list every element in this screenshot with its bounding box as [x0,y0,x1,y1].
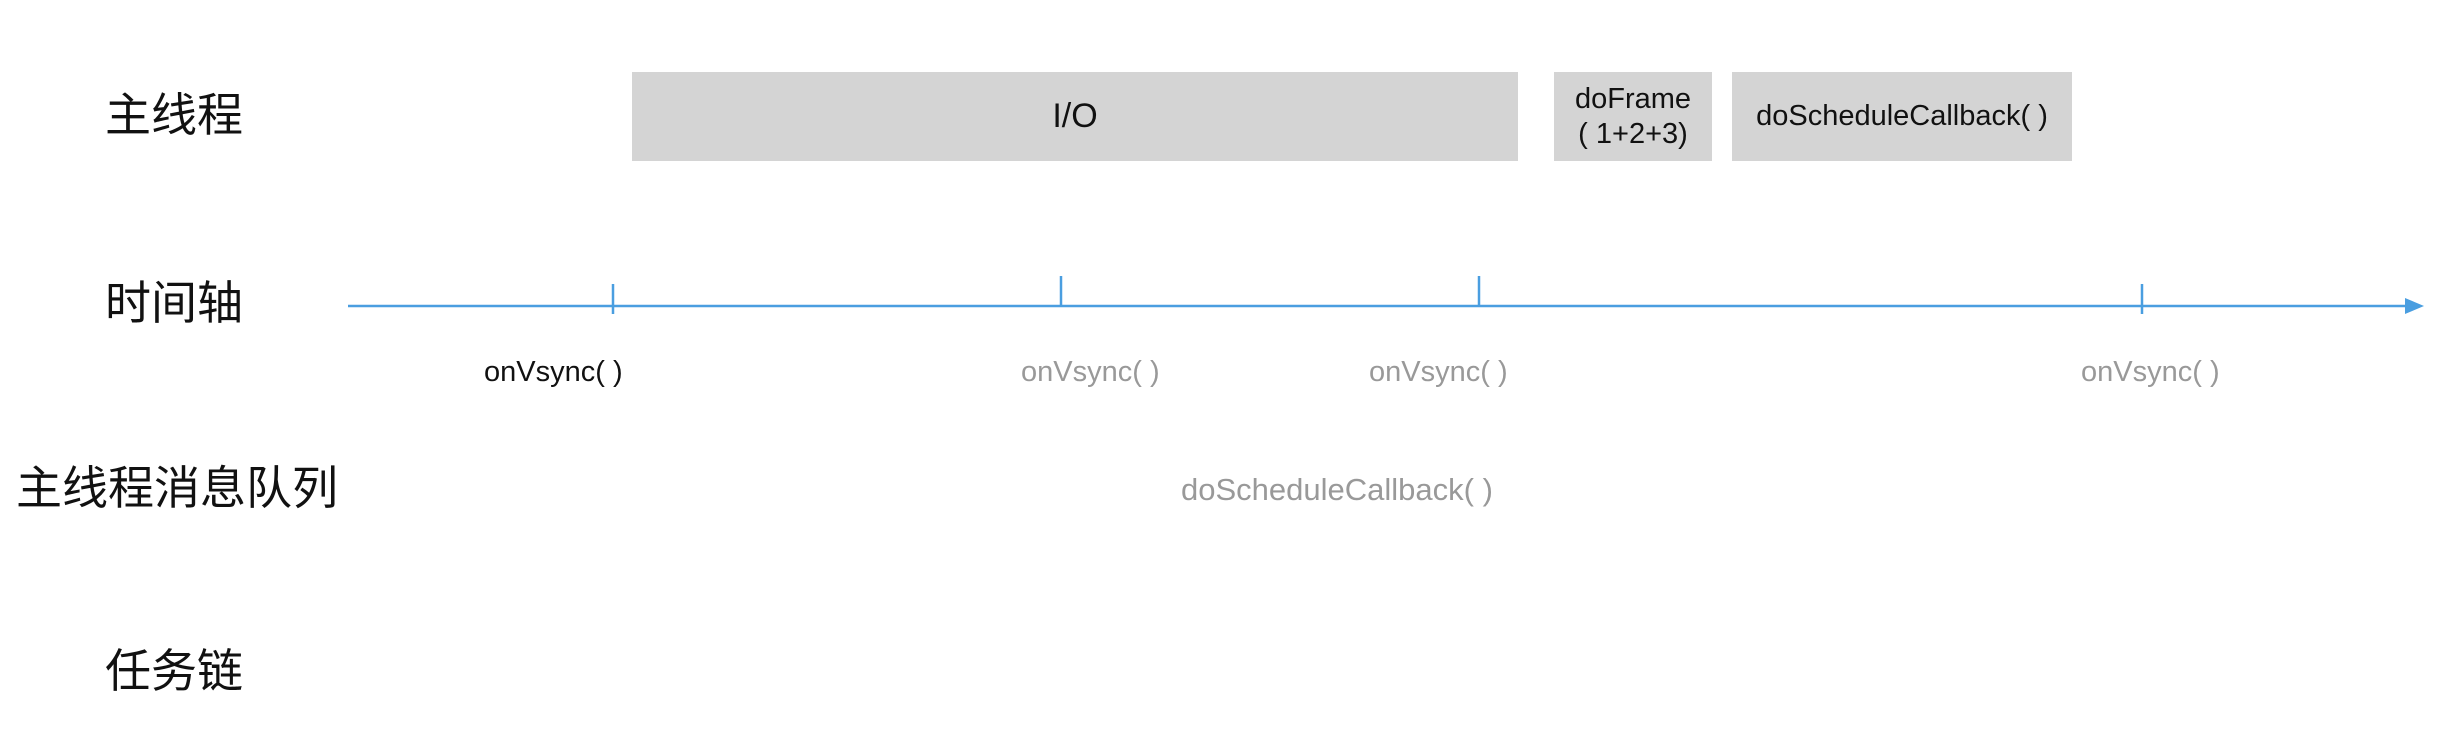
doschedule-block-label: doScheduleCallback( ) [1756,100,2048,133]
io-block: I/O [632,72,1518,161]
timeline-arrow-head [2405,298,2424,314]
doframe-block-label: doFrame [1574,83,1692,116]
queue-item-doschedule: doScheduleCallback( ) [1181,472,1493,507]
row-label-task-chain: 任务链 [105,644,243,698]
vsync-label-4: onVsync( ) [2081,356,2220,388]
doschedule-block: doScheduleCallback( ) [1732,72,2072,161]
vsync-label-3: onVsync( ) [1369,356,1508,388]
vsync-label-2: onVsync( ) [1021,356,1160,388]
row-label-timeline: 时间轴 [105,276,243,330]
io-block-label: I/O [1052,97,1098,136]
row-label-main-queue: 主线程消息队列 [16,461,338,515]
row-label-main-thread: 主线程 [105,88,243,142]
doframe-block-sublabel: ( 1+2+3) [1578,117,1688,150]
doframe-block: doFrame ( 1+2+3) [1554,72,1712,161]
vsync-label-1: onVsync( ) [484,356,623,388]
